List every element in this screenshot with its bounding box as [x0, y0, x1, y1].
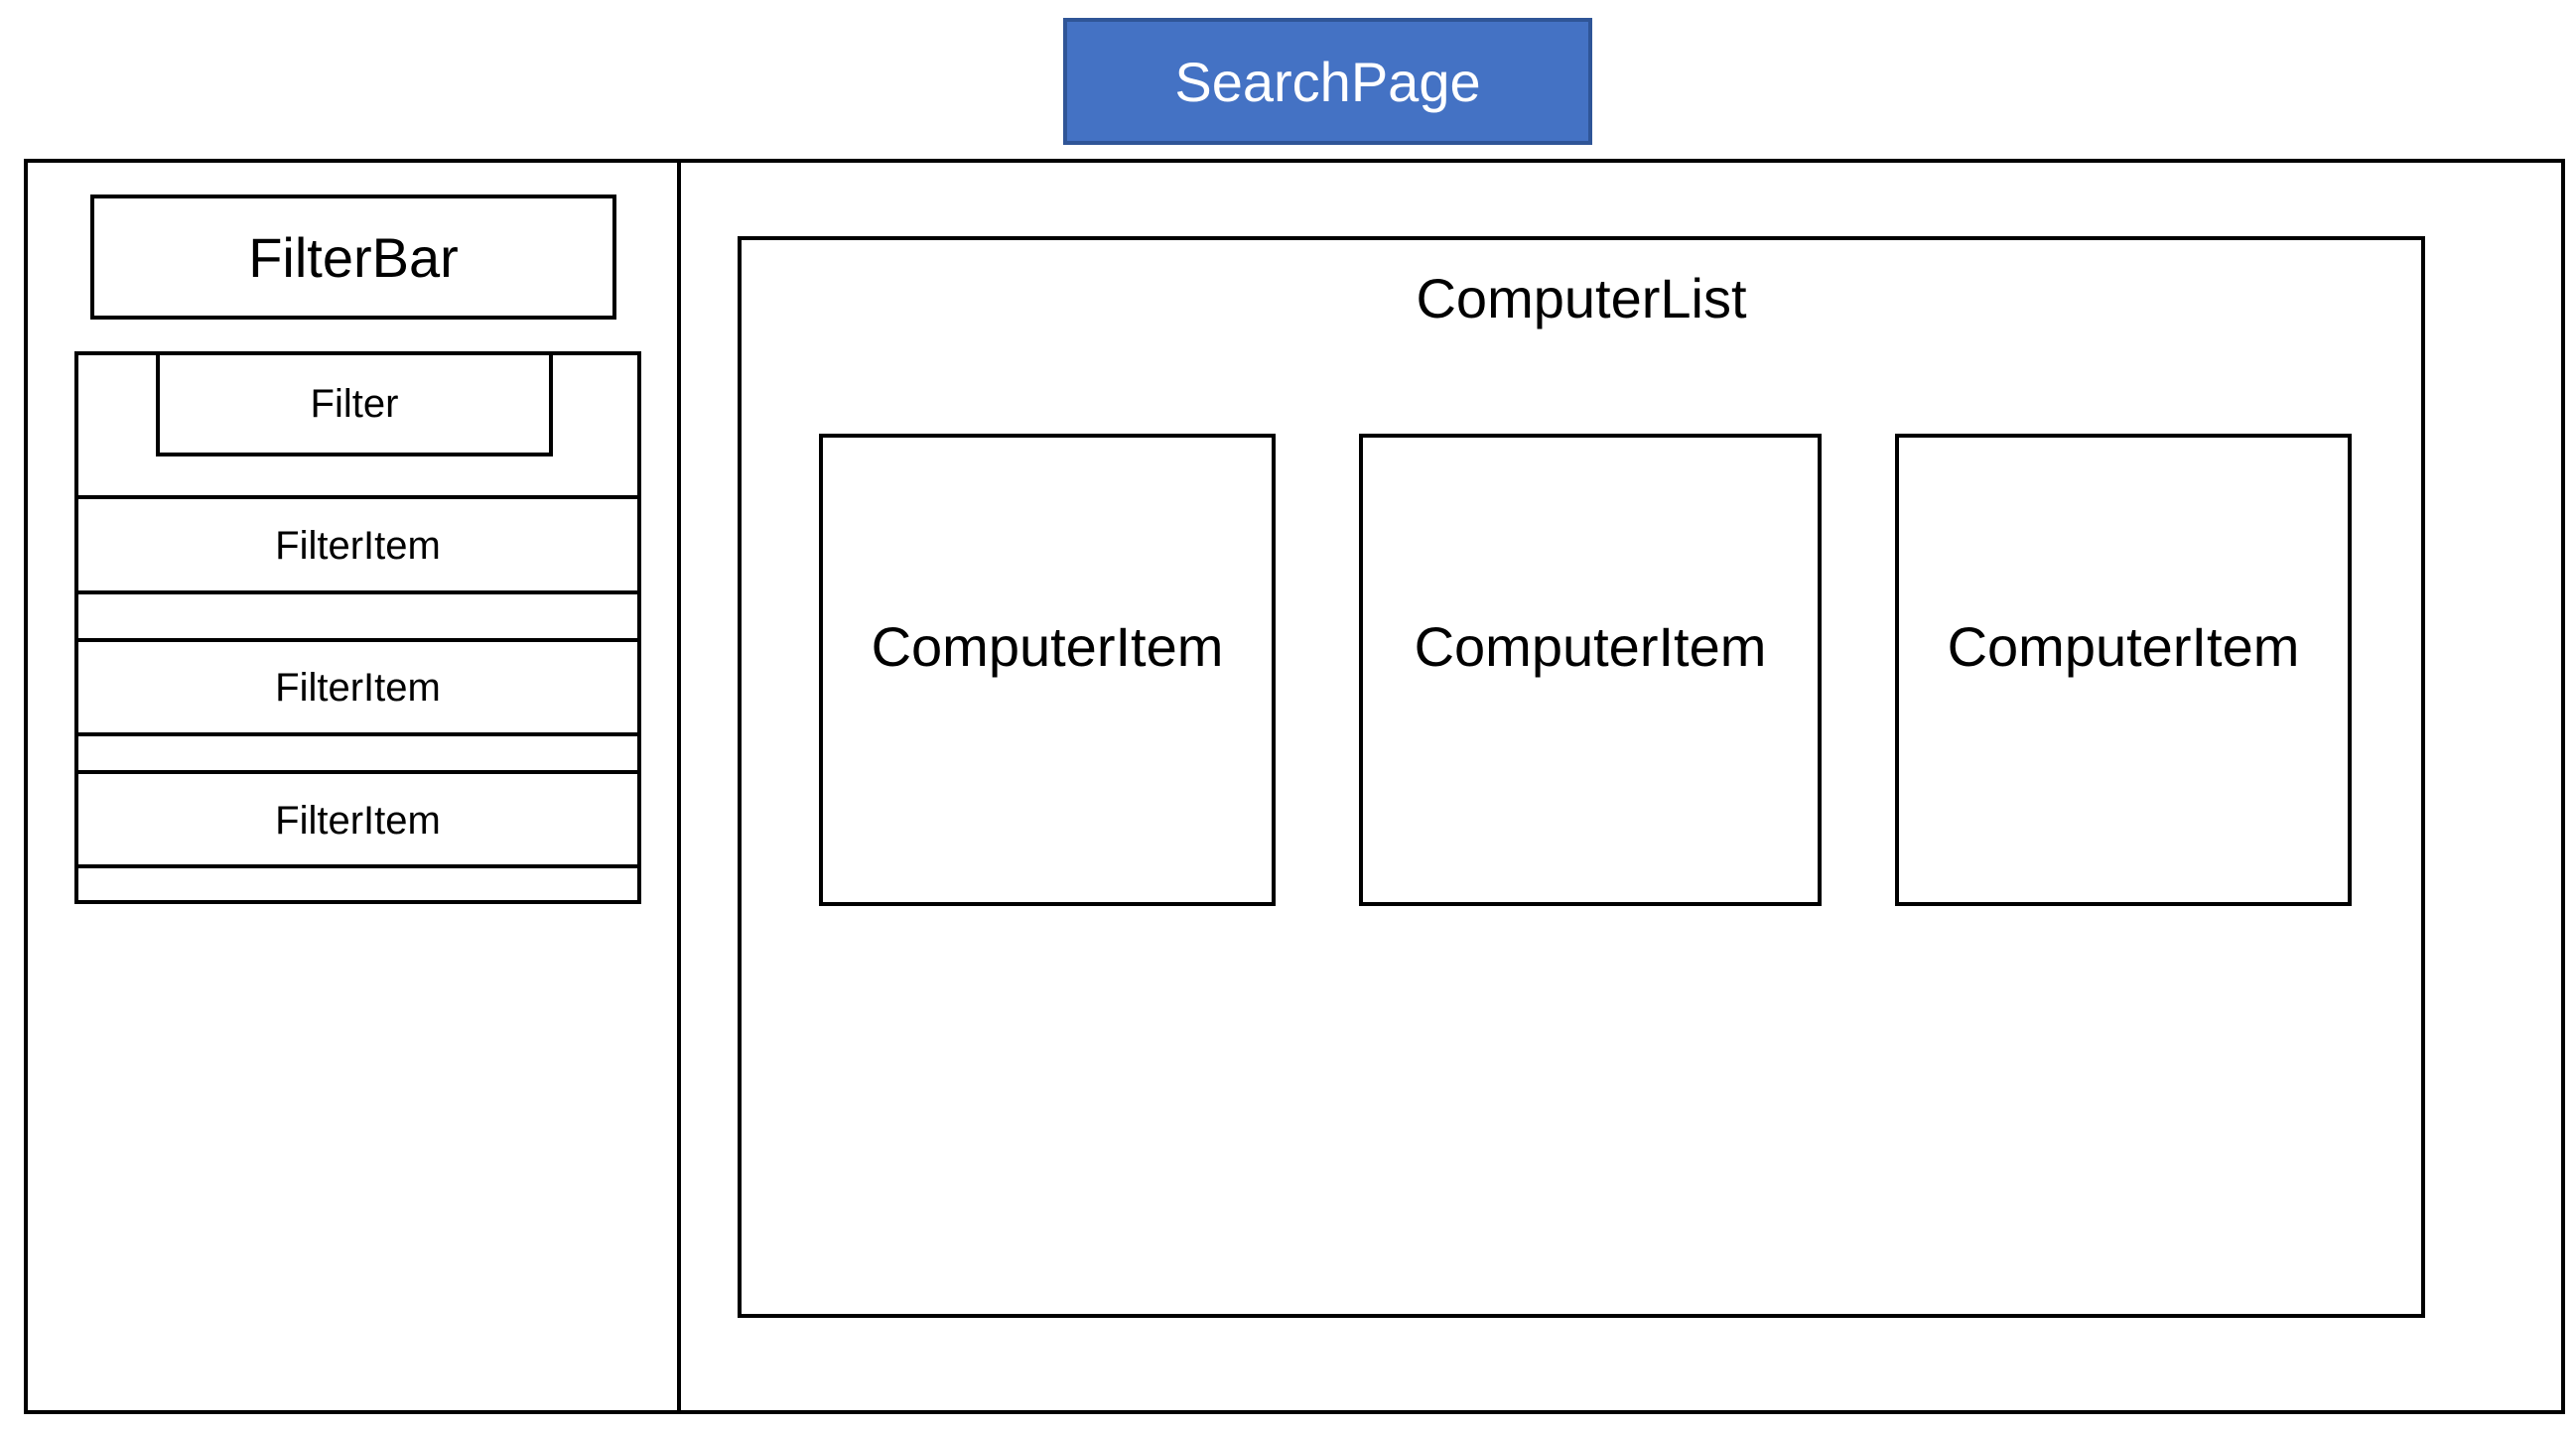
filter-item-label: FilterItem — [275, 799, 441, 843]
computer-item-box: ComputerItem — [819, 434, 1276, 906]
computer-item-label: ComputerItem — [871, 615, 1224, 678]
computer-item-box: ComputerItem — [1895, 434, 2352, 906]
search-page-title: SearchPage — [1063, 18, 1592, 145]
stack-divider — [74, 732, 641, 736]
computer-item-box: ComputerItem — [1359, 434, 1822, 906]
stack-divider — [74, 770, 641, 774]
computer-list-label: ComputerList — [1416, 267, 1747, 329]
computer-item-label: ComputerItem — [1414, 615, 1767, 678]
stack-divider — [74, 864, 641, 868]
filter-box: Filter — [156, 351, 553, 456]
filter-item-label: FilterItem — [275, 666, 441, 710]
computer-item-label: ComputerItem — [1947, 615, 2300, 678]
filter-bar-box: FilterBar — [90, 195, 616, 320]
stack-divider — [74, 495, 641, 499]
filter-item-label: FilterItem — [275, 524, 441, 568]
stack-divider — [74, 590, 641, 594]
stack-divider — [74, 638, 641, 642]
